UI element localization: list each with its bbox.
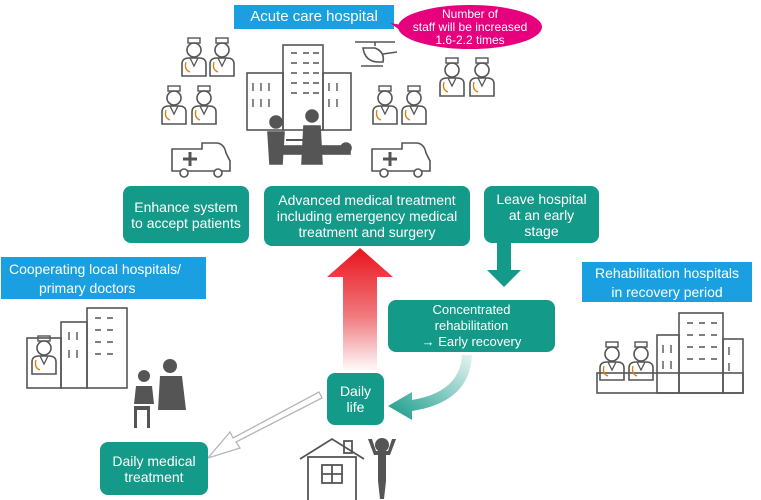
person-icon (368, 438, 396, 499)
leave-line-2: at an early stage (508, 206, 575, 239)
enhance-line-1: Enhance system (134, 198, 238, 215)
bubble-line-2: staff will be increased (412, 19, 528, 34)
bubble-line-3: 1.6-2.2 times (435, 32, 505, 47)
rehab-label-line-1: Rehabilitation hospitals (595, 265, 739, 281)
rehab-label-line-2: in recovery period (611, 284, 723, 300)
doctor-icon (161, 37, 495, 125)
advanced-line-3: treatment and surgery (298, 224, 436, 240)
local-hospital-building-icon (26, 307, 128, 389)
enhance-line-2: to accept patients (131, 214, 241, 231)
cooperating-line-1: Cooperating local hospitals/ (9, 261, 181, 277)
acute-care-label: Acute care hospital (234, 5, 394, 29)
advanced-line-2: including emergency medical (276, 208, 458, 224)
daily-life-line-1: Daily (339, 383, 372, 399)
cooperating-hospitals-label: Cooperating local hospitals/ primary doc… (1, 257, 206, 299)
acute-hospital-building-icon (246, 44, 352, 131)
down-arrow (487, 243, 521, 287)
concentrated-rehab-box: Concentrated rehabilitation → Early reco… (388, 300, 555, 352)
staff-increase-callout: Number of staff will be increased 1.6-2.… (388, 5, 548, 49)
surgery-icon (267, 109, 352, 165)
daily-life-box: Daily life (327, 373, 384, 425)
rehab-doctor-icon (599, 341, 654, 381)
hollow-arrow (206, 391, 323, 460)
consultation-icon (134, 359, 186, 428)
curved-arrow (388, 355, 472, 420)
daily-life-line-2: life (346, 399, 365, 415)
house-icon (299, 437, 365, 500)
advanced-treatment-box: Advanced medical treatment including eme… (264, 186, 470, 246)
conc-rehab-line-2: → Early recovery (421, 334, 522, 349)
daily-medical-line-2: treatment (124, 468, 184, 485)
leave-line-1: Leave hospital (496, 190, 587, 207)
up-arrow (327, 248, 393, 372)
rehab-hospital-building-icon (596, 312, 744, 394)
bubble-line-1: Number of (441, 6, 499, 21)
helicopter-icon (355, 41, 398, 67)
leave-hospital-box: Leave hospital at an early stage (484, 186, 599, 243)
advanced-line-1: Advanced medical treatment (278, 192, 456, 208)
local-doctor-icon (31, 335, 57, 375)
daily-medical-line-1: Daily medical (112, 452, 196, 469)
rehab-hospitals-label: Rehabilitation hospitals in recovery per… (582, 262, 752, 302)
daily-medical-box: Daily medical treatment (100, 442, 208, 495)
cooperating-line-2: primary doctors (39, 280, 136, 296)
conc-rehab-line-1: Concentrated rehabilitation (432, 302, 511, 333)
staff-increase-bubble: Number of staff will be increased 1.6-2.… (398, 5, 542, 49)
enhance-system-box: Enhance system to accept patients (123, 186, 249, 243)
